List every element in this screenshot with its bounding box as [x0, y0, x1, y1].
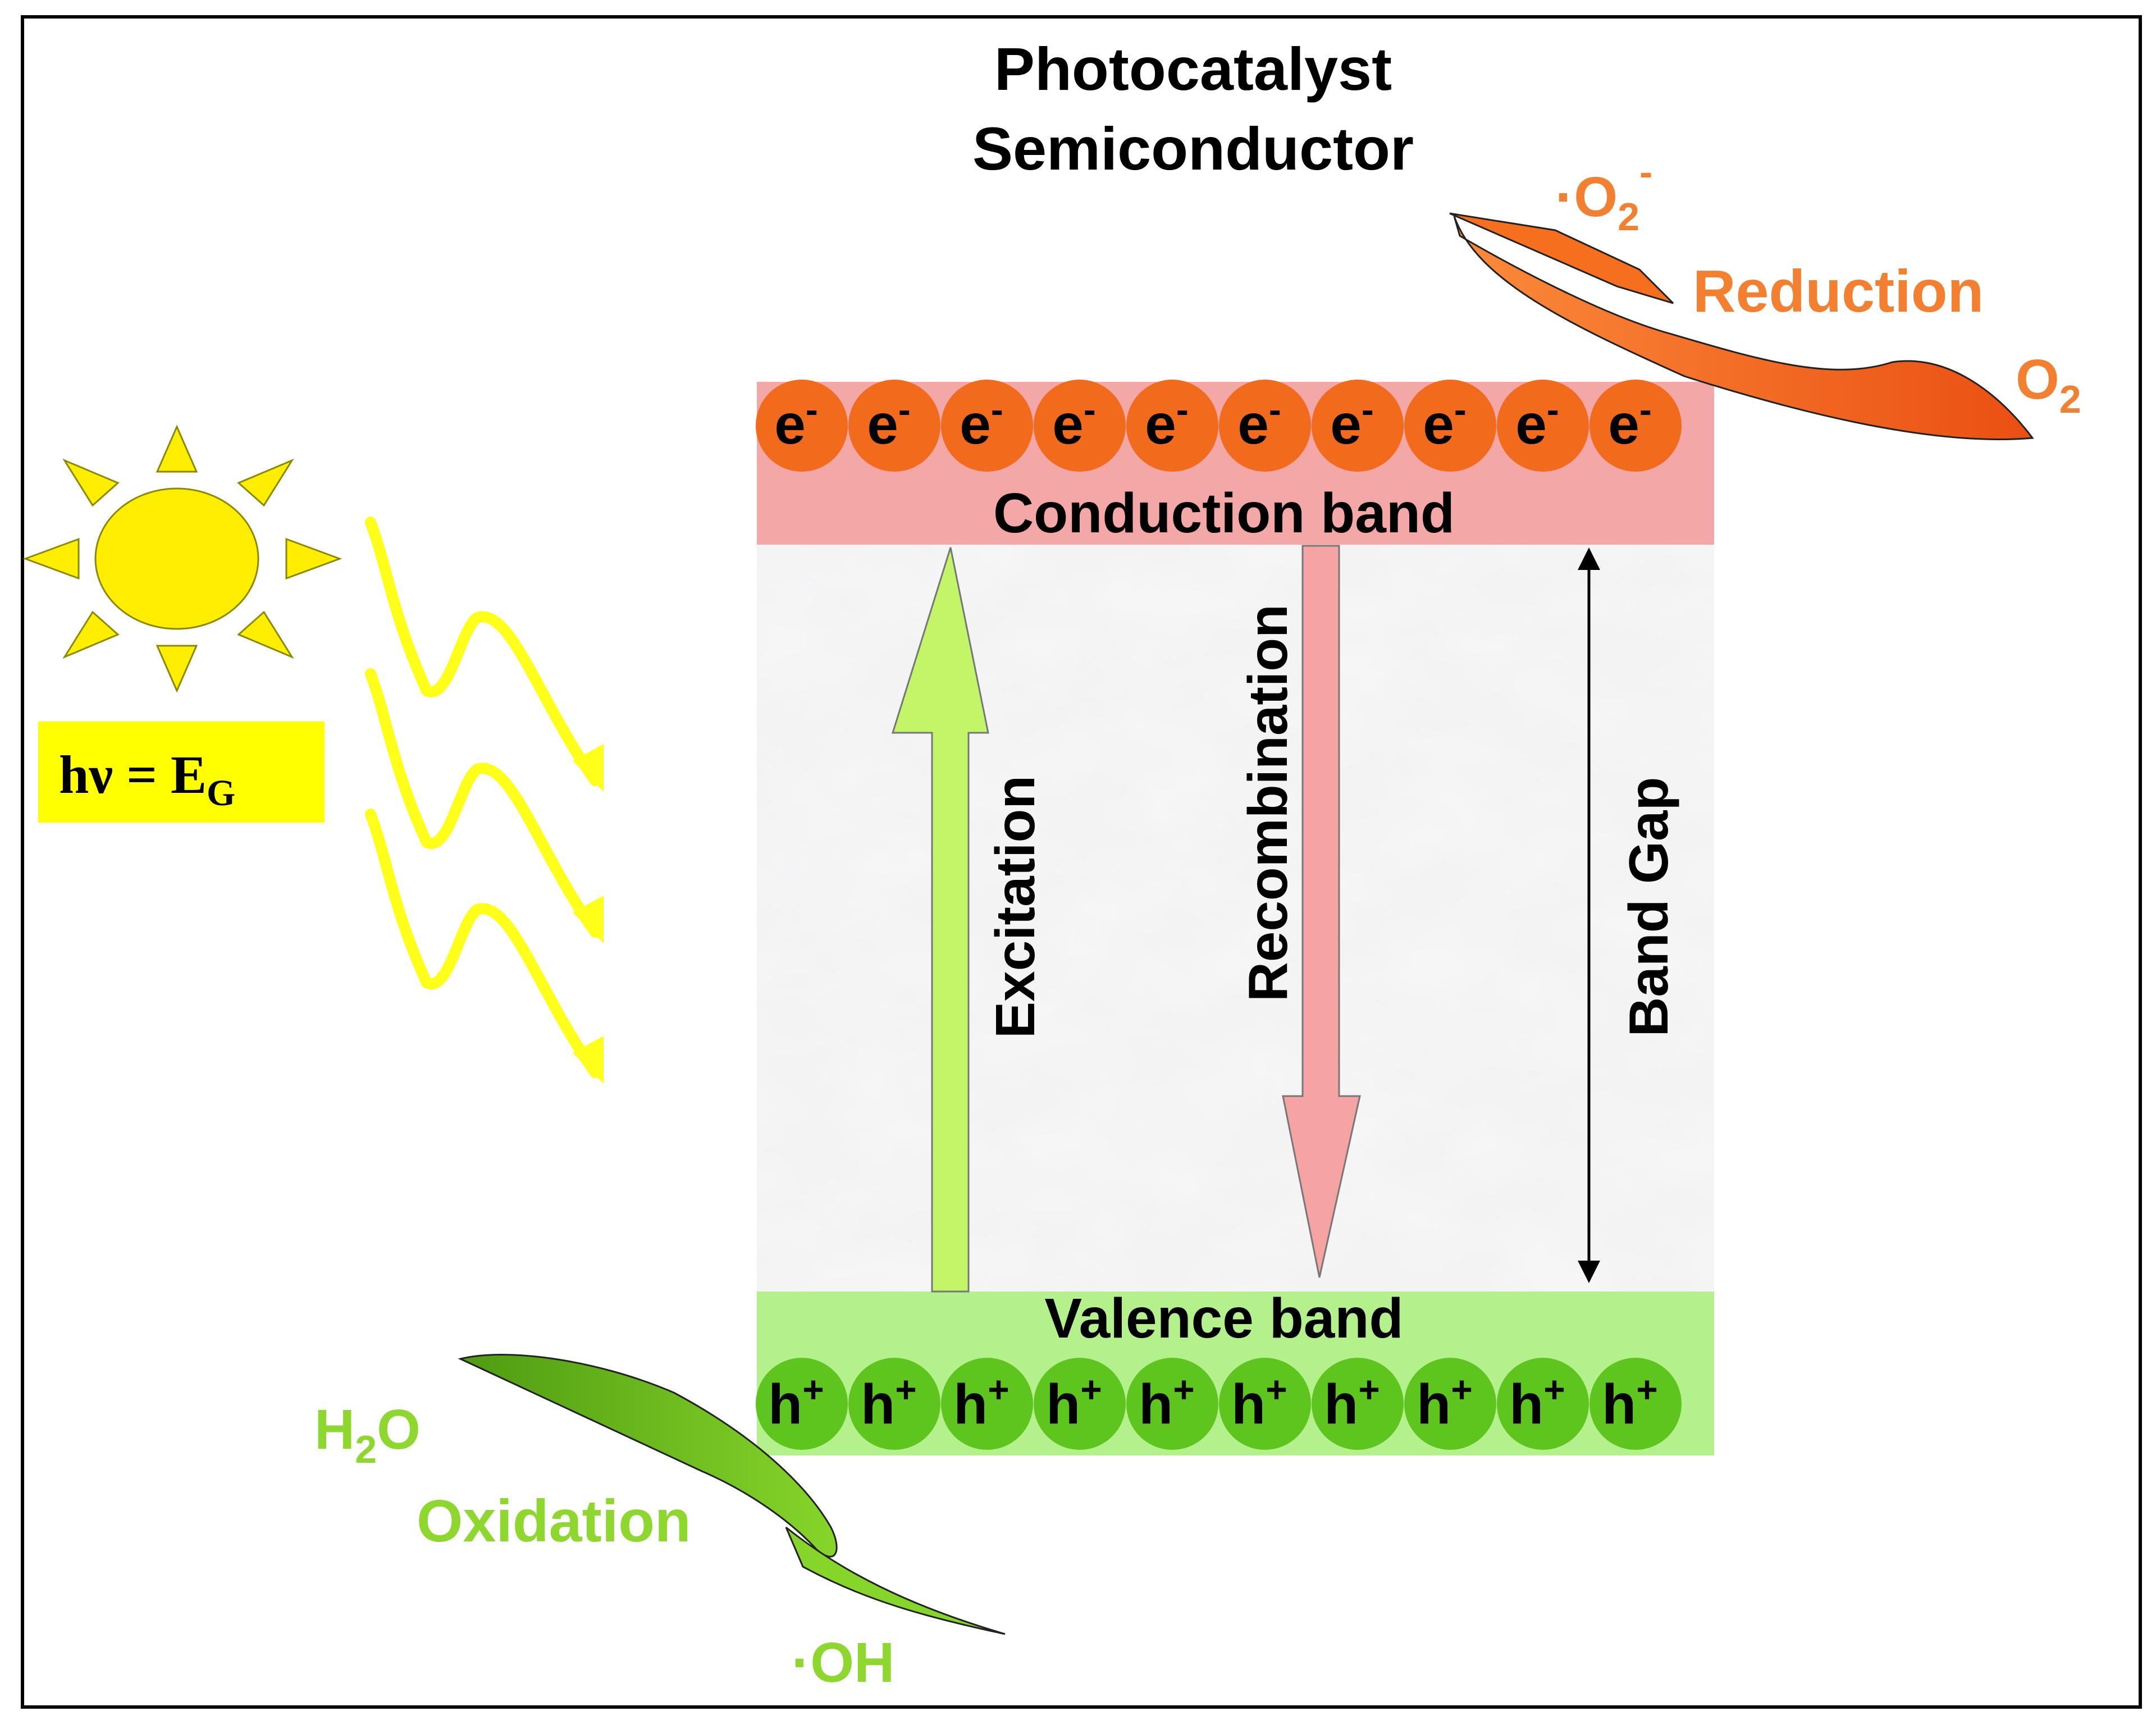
oxidation-label: Oxidation: [417, 1488, 691, 1554]
hole-6: [1219, 1358, 1311, 1450]
hydroxyl-product: ·OH: [792, 1631, 894, 1694]
electron-9: [1497, 380, 1589, 472]
oxygen-reactant: O2: [2016, 348, 2081, 421]
excitation-arrow: [891, 547, 989, 1293]
photon-energy-equation: hν = EG: [59, 745, 235, 814]
reduction-arrow: [1453, 216, 2034, 440]
electron-5: [1126, 380, 1218, 472]
reduction-arrowhead: [1449, 212, 1674, 304]
hole-row: h+ h+ h+ h+ h+ h+ h+ h+ h+ h+: [756, 1358, 1682, 1450]
electron-label-6: e-: [1237, 389, 1281, 456]
electron-1: [756, 380, 848, 472]
light-ray-2: [365, 668, 601, 938]
hole-label-2: h+: [861, 1368, 917, 1436]
valence-band-label: Valence band: [1044, 1287, 1403, 1350]
electron-label-3: e-: [960, 389, 1003, 456]
light-ray-3: [365, 809, 601, 1078]
hole-7: [1312, 1358, 1404, 1450]
hole-9: [1497, 1358, 1589, 1450]
electron-label-8: e-: [1423, 389, 1467, 456]
hole-label-8: h+: [1417, 1368, 1473, 1436]
light-ray-arrowheads: [573, 744, 604, 1084]
hole-label-9: h+: [1509, 1368, 1565, 1436]
title-line-2: Semiconductor: [972, 115, 1414, 182]
hole-5: [1126, 1358, 1218, 1450]
electron-2: [848, 380, 940, 472]
excitation-label: Excitation: [984, 775, 1046, 1038]
electron-label-9: e-: [1515, 389, 1559, 456]
electron-label-2: e-: [867, 389, 911, 456]
reduction-label: Reduction: [1693, 258, 1984, 325]
band-gap-label: Band Gap: [1618, 777, 1679, 1037]
hole-1: [756, 1358, 848, 1450]
recombination-arrow: [1282, 545, 1361, 1278]
light-rays: [365, 517, 601, 1078]
water-reactant: H2O: [314, 1398, 421, 1471]
hole-label-5: h+: [1139, 1368, 1195, 1436]
electron-8: [1404, 380, 1496, 472]
electron-label-4: e-: [1052, 389, 1096, 456]
photon-energy-box: [38, 722, 325, 823]
hole-2: [848, 1358, 940, 1450]
electron-label-1: e-: [774, 389, 818, 456]
band-gap-region: [757, 545, 1714, 1292]
electron-10: [1589, 380, 1682, 472]
title-line-1: Photocatalyst: [994, 35, 1392, 103]
hole-label-6: h+: [1231, 1368, 1287, 1436]
oxidation-arrow: [458, 1354, 838, 1558]
superoxide-product: ·O2-: [1555, 150, 1652, 239]
hole-4: [1034, 1358, 1126, 1450]
hole-label-1: h+: [768, 1368, 824, 1436]
hole-label-10: h+: [1602, 1368, 1658, 1436]
hole-label-7: h+: [1324, 1368, 1380, 1436]
electron-label-5: e-: [1145, 389, 1189, 456]
hole-label-3: h+: [953, 1368, 1010, 1436]
conduction-band-label: Conduction band: [993, 482, 1455, 545]
oxidation-arrow-tail: [785, 1526, 1006, 1635]
electron-6: [1219, 380, 1311, 472]
recombination-label: Recombination: [1237, 604, 1299, 1002]
electron-label-10: e-: [1608, 389, 1652, 456]
electron-7: [1312, 380, 1404, 472]
electron-label-7: e-: [1330, 389, 1374, 456]
sun-icon: [22, 425, 342, 693]
hole-8: [1404, 1358, 1496, 1450]
electron-row: e-e-e-e-e-e-e-e-e-e-: [756, 380, 1682, 472]
hole-10: [1589, 1358, 1682, 1450]
electron-3: [941, 380, 1033, 472]
light-ray-1: [365, 517, 601, 786]
hole-label-4: h+: [1046, 1368, 1102, 1436]
band-gap-arrow: [1578, 547, 1600, 1283]
hole-3: [941, 1358, 1033, 1450]
electron-4: [1034, 380, 1126, 472]
